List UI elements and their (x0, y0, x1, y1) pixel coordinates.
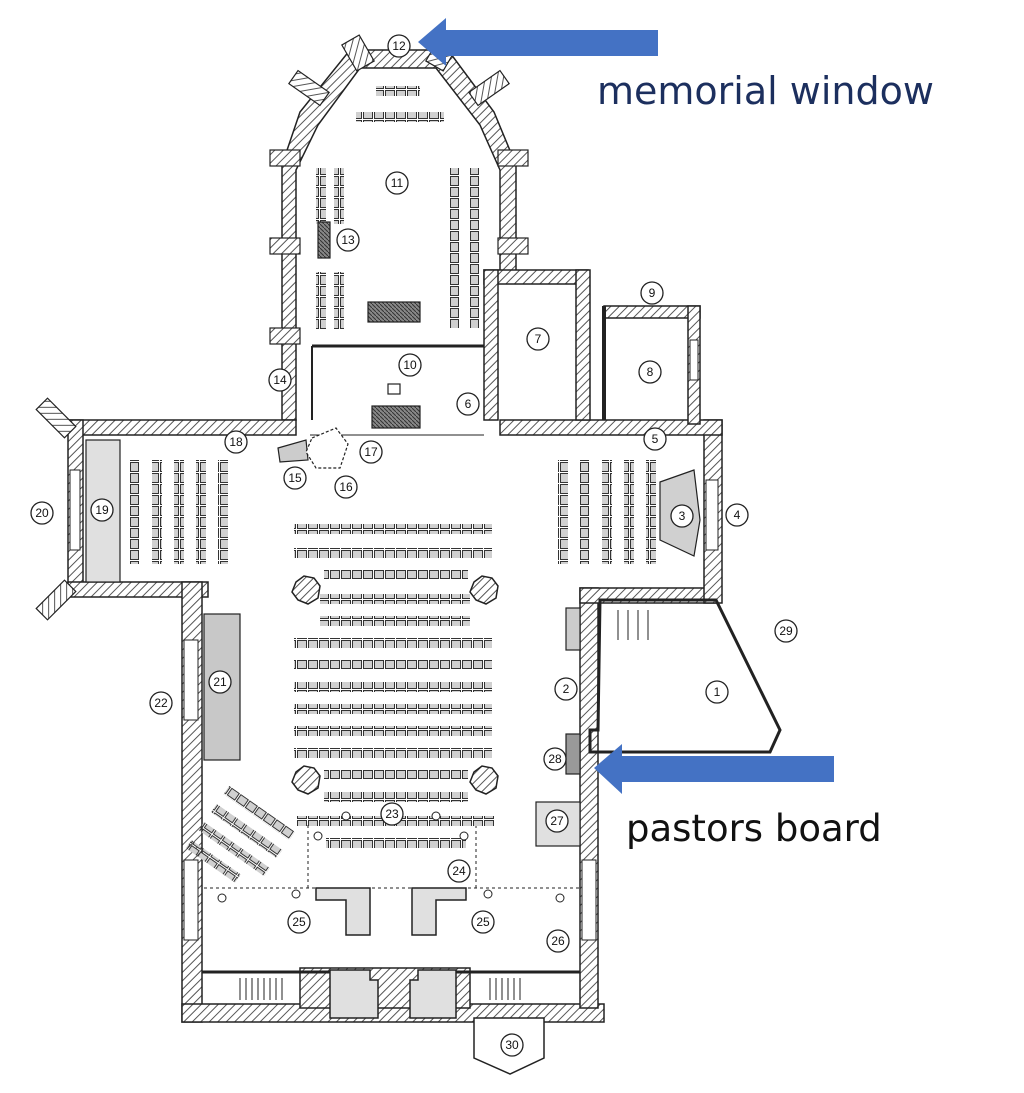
marker-14-circled-number-icon: 14 (268, 368, 292, 392)
marker-3-circled-number-icon: 3 (670, 504, 694, 528)
marker-15-circled-number-icon: 15 (283, 466, 307, 490)
marker-21-circled-number-icon: 21 (208, 670, 232, 694)
marker-12-circled-number-icon: 12 (387, 34, 411, 58)
marker-28-label: 28 (548, 752, 562, 766)
marker-8-label: 8 (647, 365, 654, 379)
pastors-board-arrow-icon (594, 744, 834, 794)
marker-11-label: 11 (391, 176, 404, 190)
marker-6-label: 6 (465, 397, 472, 411)
pastors-board-label: pastors board (626, 807, 882, 850)
buttresses (35, 34, 529, 621)
marker-2-label: 2 (563, 682, 570, 696)
tower-piers (315, 887, 545, 1075)
marker-17-circled-number-icon: 17 (359, 440, 383, 464)
marker-9-label: 9 (649, 286, 656, 300)
windows (69, 339, 719, 941)
marker-30-circled-number-icon: 30 (500, 1033, 524, 1057)
marker-22-label: 22 (154, 696, 168, 710)
marker-23-label: 23 (385, 807, 399, 821)
marker-25-circled-number-icon: 25 (287, 910, 311, 934)
marker-27-label: 27 (550, 814, 564, 828)
marker-20-circled-number-icon: 20 (30, 501, 54, 525)
marker-30-label: 30 (505, 1038, 519, 1052)
marker-7-label: 7 (535, 332, 542, 346)
marker-27-circled-number-icon: 27 (545, 809, 569, 833)
marker-20-label: 20 (35, 506, 49, 520)
marker-1-circled-number-icon: 1 (705, 680, 729, 704)
marker-26-circled-number-icon: 26 (546, 929, 570, 953)
marker-4-circled-number-icon: 4 (725, 503, 749, 527)
marker-10-label: 10 (403, 358, 417, 372)
marker-10-circled-number-icon: 10 (398, 353, 422, 377)
marker-18-circled-number-icon: 18 (224, 430, 248, 454)
marker-5-label: 5 (652, 432, 659, 446)
marker-25-circled-number-icon: 25 (471, 910, 495, 934)
marker-12-label: 12 (392, 39, 406, 53)
marker-6-circled-number-icon: 6 (456, 392, 480, 416)
stairs (239, 610, 649, 1000)
marker-19-circled-number-icon: 19 (90, 498, 114, 522)
callout-arrows (418, 18, 834, 794)
marker-28-circled-number-icon: 28 (543, 747, 567, 771)
lights (217, 811, 565, 903)
marker-24-circled-number-icon: 24 (447, 859, 471, 883)
marker-3-label: 3 (679, 509, 686, 523)
marker-4-label: 4 (734, 508, 741, 522)
marker-2-circled-number-icon: 2 (554, 677, 578, 701)
marker-16-circled-number-icon: 16 (334, 475, 358, 499)
marker-11-circled-number-icon: 11 (385, 171, 409, 195)
marker-5-circled-number-icon: 5 (643, 427, 667, 451)
marker-13-circled-number-icon: 13 (336, 228, 360, 252)
marker-24-label: 24 (452, 864, 466, 878)
marker-29-circled-number-icon: 29 (774, 619, 798, 643)
marker-22-circled-number-icon: 22 (149, 691, 173, 715)
marker-17-label: 17 (364, 445, 378, 459)
marker-1-label: 1 (714, 685, 721, 699)
marker-13-label: 13 (341, 233, 355, 247)
marker-21-label: 21 (213, 675, 227, 689)
marker-19-label: 19 (95, 503, 109, 517)
marker-7-circled-number-icon: 7 (526, 327, 550, 351)
marker-25-label: 25 (476, 915, 490, 929)
marker-9-circled-number-icon: 9 (640, 281, 664, 305)
marker-25-label: 25 (292, 915, 306, 929)
marker-15-label: 15 (288, 471, 302, 485)
marker-8-circled-number-icon: 8 (638, 360, 662, 384)
memorial-window-label: memorial window (597, 69, 934, 113)
marker-23-circled-number-icon: 23 (380, 802, 404, 826)
marker-14-label: 14 (273, 373, 287, 387)
marker-26-label: 26 (551, 934, 565, 948)
marker-16-label: 16 (339, 480, 353, 494)
pillars (291, 575, 499, 795)
pews (130, 86, 656, 883)
memorial-window-arrow-icon (418, 18, 658, 66)
marker-18-label: 18 (229, 435, 243, 449)
marker-29-label: 29 (779, 624, 793, 638)
